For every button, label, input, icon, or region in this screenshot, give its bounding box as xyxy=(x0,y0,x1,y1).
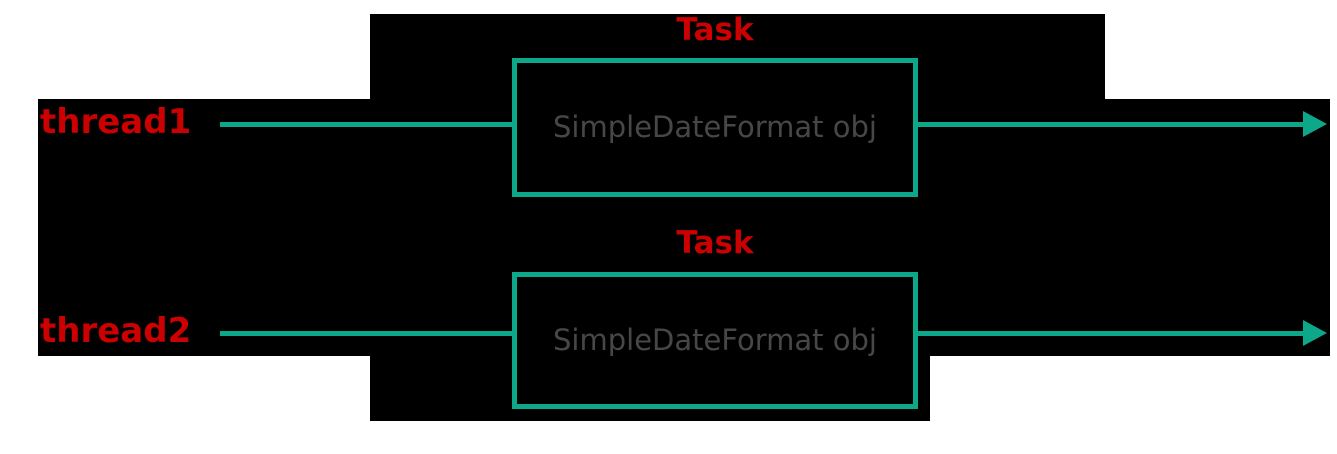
arrow-head-icon-thread1 xyxy=(1303,111,1327,137)
task-caption-thread2: Task xyxy=(676,225,754,261)
connector-line-out-thread1 xyxy=(916,122,1316,127)
task-box-thread2[interactable]: SimpleDateFormat obj xyxy=(512,272,918,409)
arrow-head-icon-thread2 xyxy=(1303,320,1327,346)
thread-label-thread2: thread2 xyxy=(40,311,192,351)
task-box-label-thread2: SimpleDateFormat obj xyxy=(553,323,877,357)
connector-line-in-thread2 xyxy=(220,331,515,336)
task-caption-thread1: Task xyxy=(676,12,754,48)
task-box-label-thread1: SimpleDateFormat obj xyxy=(553,110,877,144)
task-box-thread1[interactable]: SimpleDateFormat obj xyxy=(512,58,918,197)
thread-label-thread1: thread1 xyxy=(40,102,192,142)
connector-line-in-thread1 xyxy=(220,122,515,127)
connector-line-out-thread2 xyxy=(916,331,1316,336)
